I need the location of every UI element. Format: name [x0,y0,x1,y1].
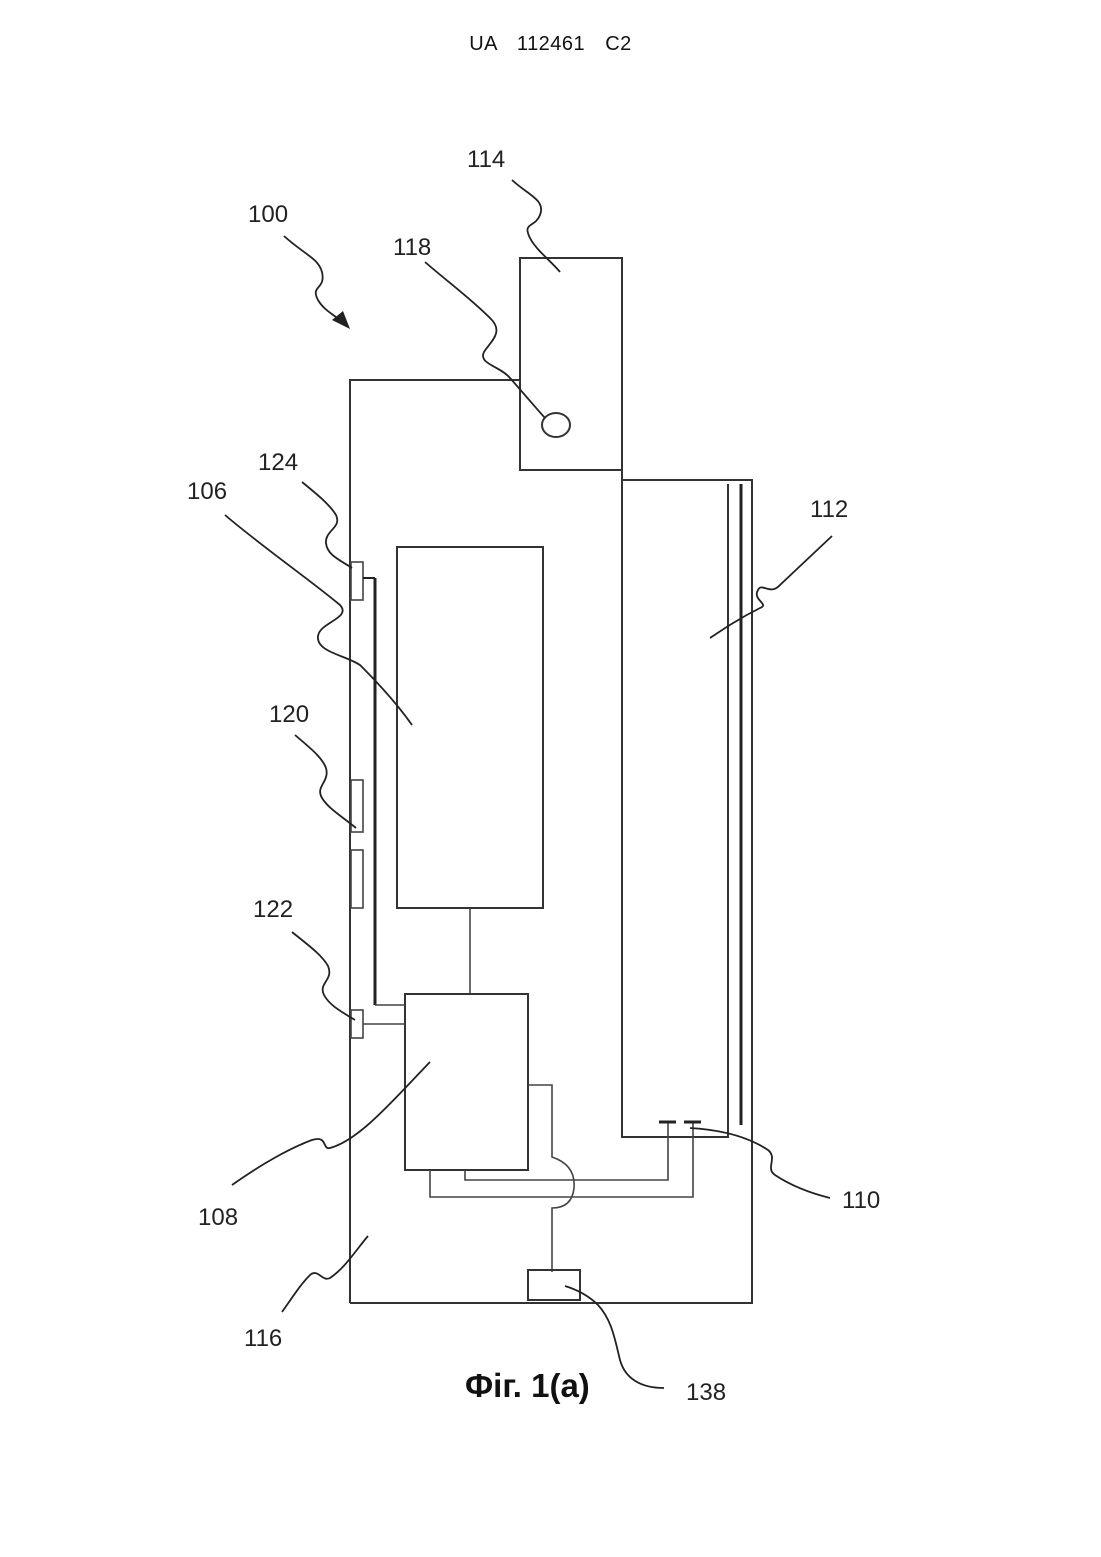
top-module-114 [520,258,622,470]
arrow-100-leader [284,236,345,325]
component-122 [351,1010,363,1038]
ref-110: 110 [842,1187,880,1214]
leader-122 [292,932,355,1020]
control-unit-108 [405,994,528,1170]
ref-138: 138 [686,1379,726,1406]
leader-118 [425,262,545,418]
component-138 [528,1270,580,1300]
ref-122: 122 [253,896,293,923]
leader-116 [282,1236,368,1312]
ref-100: 100 [248,201,288,228]
ref-112: 112 [810,496,848,523]
component-124 [351,562,363,600]
module-106 [397,547,543,908]
element-118-circle [542,413,570,437]
ref-108: 108 [198,1204,238,1231]
ref-106: 106 [187,478,227,505]
leader-120 [295,735,356,828]
compartment-112 [622,470,728,1137]
figure-caption: Фіг. 1(а) [465,1367,590,1404]
leader-124 [302,482,352,568]
ref-118: 118 [393,234,431,261]
ref-114: 114 [467,146,505,173]
ref-124: 124 [258,449,298,476]
wire-108-to-138 [528,1085,574,1272]
leader-108 [232,1062,430,1185]
leader-110 [690,1128,830,1198]
component-120 [351,780,363,832]
ref-116: 116 [244,1325,282,1352]
wire-108-to-110a [465,1122,668,1180]
ref-120: 120 [269,701,309,728]
component-120-lower [351,850,363,908]
arrow-100-head [332,311,350,329]
housing-outline [350,380,752,1303]
wire-108-to-110b [430,1122,693,1197]
leader-106 [225,515,412,725]
